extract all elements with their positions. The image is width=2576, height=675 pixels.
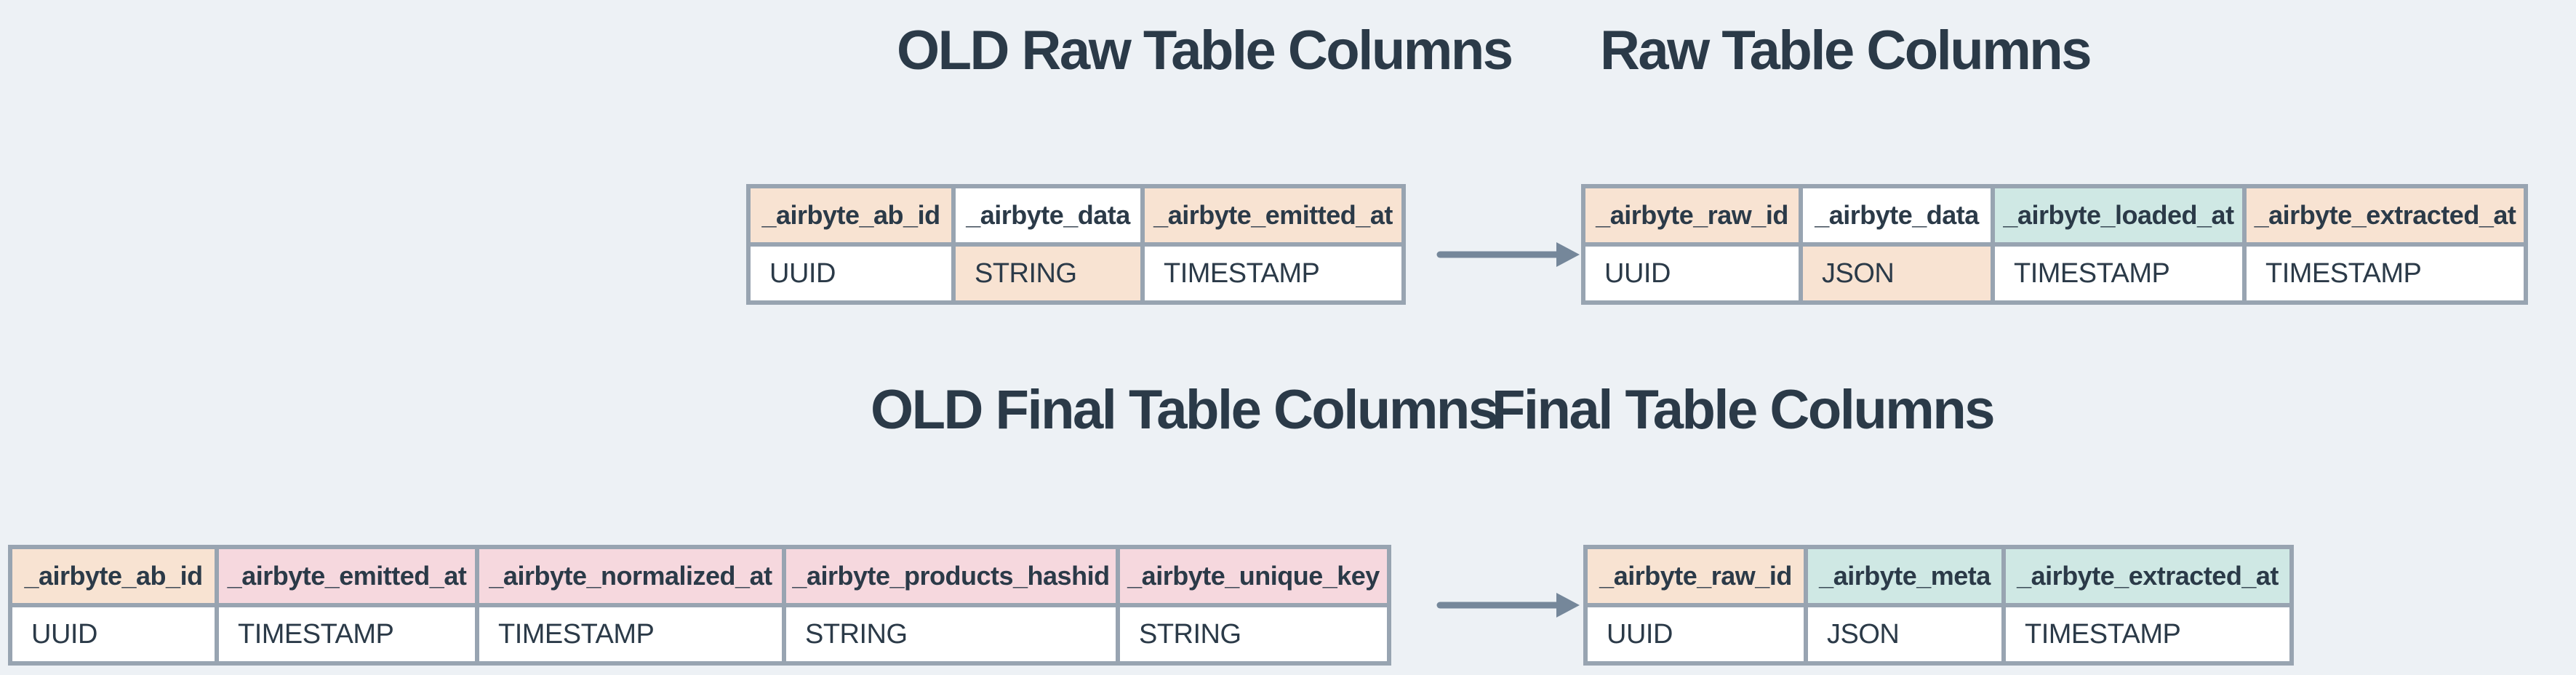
old-final-header-row: _airbyte_ab_id _airbyte_emitted_at _airb… [8, 545, 1391, 607]
column-header: _airbyte_normalized_at [475, 545, 786, 607]
column-header: _airbyte_ab_id [8, 545, 219, 607]
column-type: TIMESTAMP [475, 603, 786, 666]
column-type: TIMESTAMP [2242, 242, 2528, 305]
column-type: JSON [1804, 603, 2006, 666]
old-final-table: _airbyte_ab_id _airbyte_emitted_at _airb… [8, 545, 1391, 666]
column-header: _airbyte_data [951, 184, 1145, 247]
old-raw-table-title: OLD Raw Table Columns [897, 20, 1513, 81]
old-raw-table: _airbyte_ab_id _airbyte_data _airbyte_em… [746, 184, 1406, 305]
column-header: _airbyte_loaded_at [1991, 184, 2247, 247]
column-header: _airbyte_raw_id [1581, 184, 1803, 247]
final-type-row: UUID JSON TIMESTAMP [1583, 603, 2294, 666]
column-type: TIMESTAMP [1991, 242, 2247, 305]
column-type: STRING [782, 603, 1120, 666]
column-type: STRING [1116, 603, 1391, 666]
column-type: TIMESTAMP [1140, 242, 1406, 305]
column-type: STRING [951, 242, 1145, 305]
column-type: UUID [1581, 242, 1803, 305]
old-final-type-row: UUID TIMESTAMP TIMESTAMP STRING STRING [8, 603, 1391, 666]
column-header: _airbyte_emitted_at [215, 545, 479, 607]
raw-table-title: Raw Table Columns [1600, 20, 2092, 81]
column-header: _airbyte_products_hashid [782, 545, 1120, 607]
column-header: _airbyte_extracted_at [2242, 184, 2528, 247]
column-type: JSON [1799, 242, 1995, 305]
column-type: TIMESTAMP [215, 603, 479, 666]
raw-type-row: UUID JSON TIMESTAMP TIMESTAMP [1581, 242, 2528, 305]
raw-header-row: _airbyte_raw_id _airbyte_data _airbyte_l… [1581, 184, 2528, 247]
column-header: _airbyte_raw_id [1583, 545, 1808, 607]
old-final-table-title: OLD Final Table Columns [871, 379, 1499, 441]
column-type: UUID [1583, 603, 1808, 666]
column-type: UUID [8, 603, 219, 666]
arrow-right-icon [1436, 593, 1580, 618]
column-header: _airbyte_data [1799, 184, 1995, 247]
column-type: UUID [746, 242, 956, 305]
column-header: _airbyte_extracted_at [2001, 545, 2294, 607]
arrow-right-icon [1436, 242, 1580, 267]
old-raw-type-row: UUID STRING TIMESTAMP [746, 242, 1406, 305]
raw-table: _airbyte_raw_id _airbyte_data _airbyte_l… [1581, 184, 2528, 305]
column-header: _airbyte_ab_id [746, 184, 956, 247]
final-table: _airbyte_raw_id _airbyte_meta _airbyte_e… [1583, 545, 2294, 666]
column-header: _airbyte_meta [1804, 545, 2006, 607]
column-type: TIMESTAMP [2001, 603, 2294, 666]
column-header: _airbyte_unique_key [1116, 545, 1391, 607]
final-header-row: _airbyte_raw_id _airbyte_meta _airbyte_e… [1583, 545, 2294, 607]
column-header: _airbyte_emitted_at [1140, 184, 1406, 247]
final-table-title: Final Table Columns [1492, 379, 1996, 441]
old-raw-header-row: _airbyte_ab_id _airbyte_data _airbyte_em… [746, 184, 1406, 247]
